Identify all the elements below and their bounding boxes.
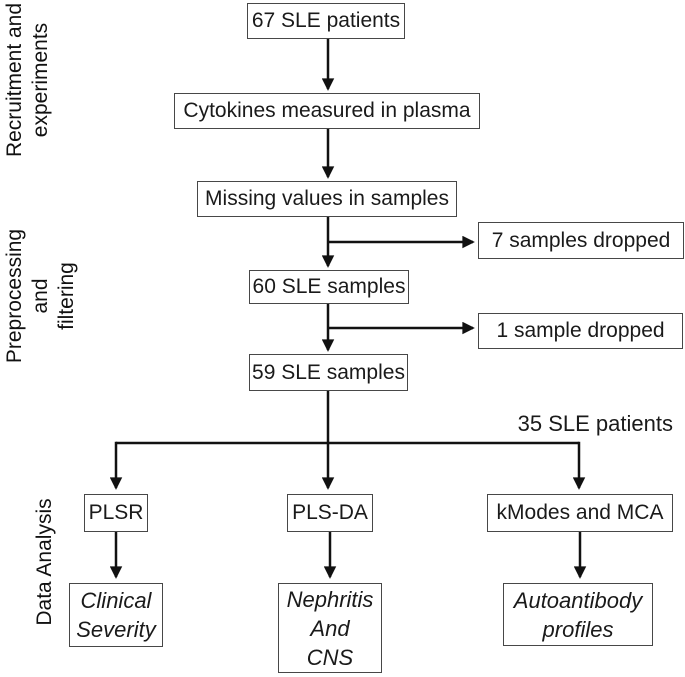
stage-label-recruitment-and-experiments: Recruitment and experiments [3,2,52,158]
node-plsr: PLSR [84,494,148,532]
node-59-sle-samples: 59 SLE samples [249,354,408,391]
node-67-sle-patients: 67 SLE patients [247,3,405,39]
node-clinical-severity: Clinical Severity [69,583,163,647]
node-pls-da: PLS-DA [287,494,373,532]
node-cytokines-measured: Cytokines measured in plasma [174,93,480,129]
node-60-sle-samples: 60 SLE samples [249,270,409,304]
stage-label-preprocessing-and-filtering: Preprocessing and filtering [3,228,78,364]
node-autoantibody-profiles: Autoantibody profiles [503,583,653,646]
node-7-samples-dropped: 7 samples dropped [478,222,684,259]
node-missing-values: Missing values in samples [197,181,457,217]
node-1-sample-dropped: 1 sample dropped [478,313,683,349]
node-nephritis-and-cns: Nephritis And CNS [278,583,382,673]
stage-label-data-analysis: Data Analysis [33,498,56,626]
annotation-35-sle-patients: 35 SLE patients [517,411,673,436]
node-kmodes-and-mca: kModes and MCA [487,494,673,532]
